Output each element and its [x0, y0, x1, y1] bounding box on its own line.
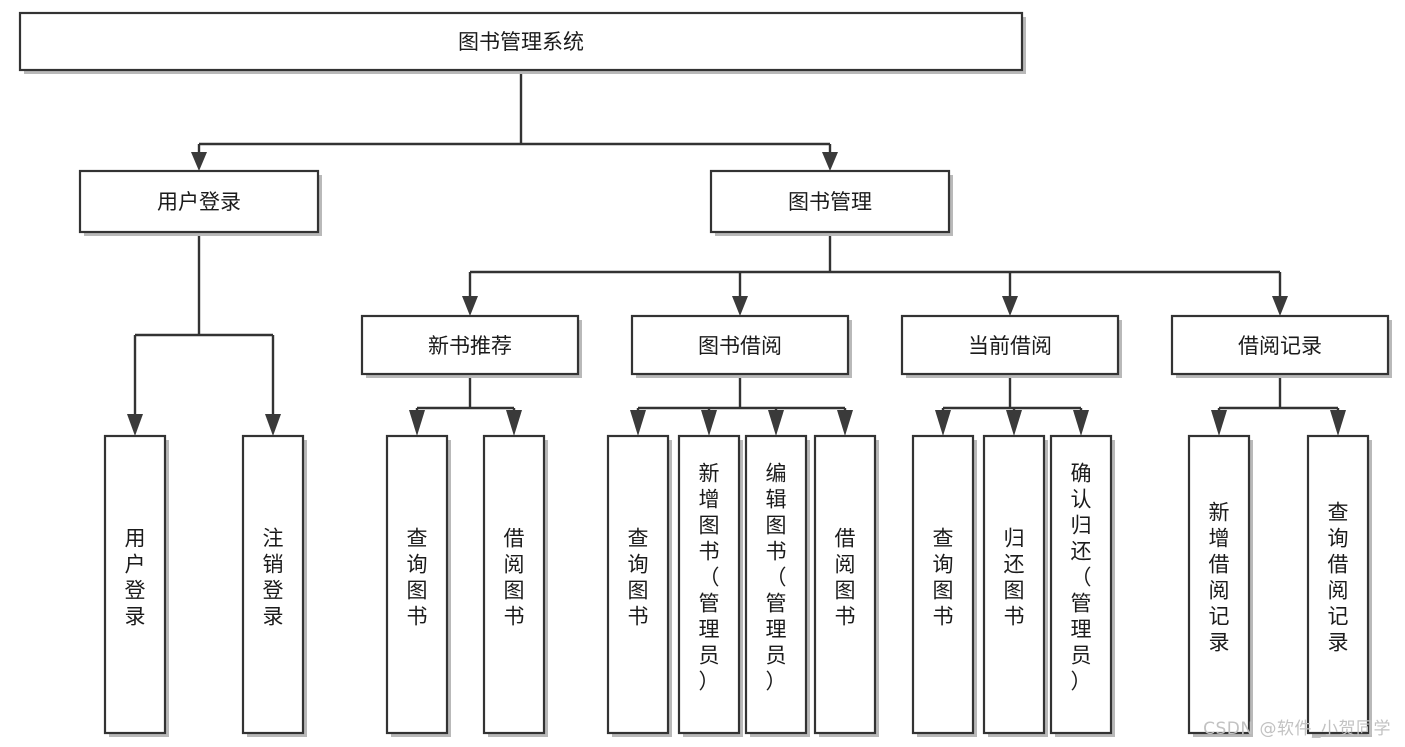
leaf-label: 查询图书: [407, 527, 428, 629]
book-manage-label: 图书管理: [788, 190, 872, 214]
arrow-current-leaf-1: [935, 410, 951, 436]
leaf-box: [744, 434, 808, 735]
leaf-node-borrow_record-1[interactable]: 查询借阅记录: [1306, 434, 1372, 737]
leaf-box: [241, 434, 305, 735]
leaf-node-book_borrow-1[interactable]: 新增图书（管理员）: [677, 434, 743, 737]
leaf-box: [1049, 434, 1113, 735]
book-borrow-label: 图书借阅: [698, 334, 782, 358]
leaf-node-book_borrow-2[interactable]: 编辑图书（管理员）: [744, 434, 810, 737]
leaf-box: [1306, 434, 1370, 735]
root-label: 图书管理系统: [458, 30, 584, 54]
leaf-box: [1187, 434, 1251, 735]
arrow-borrow-leaf-3: [768, 410, 784, 436]
user-login-label: 用户登录: [157, 190, 241, 214]
leaf-node-current_borrow-1[interactable]: 归还图书: [982, 434, 1048, 737]
leaf-label: 查询借阅记录: [1328, 501, 1349, 655]
borrow-record-label: 借阅记录: [1238, 334, 1322, 358]
node-borrow-record[interactable]: 借阅记录: [1170, 314, 1392, 378]
leaf-node-new_book_recommend-0[interactable]: 查询图书: [385, 434, 451, 737]
arrow-to-book-manage: [822, 152, 838, 171]
arrow-recommend-leaf-2: [506, 410, 522, 436]
arrow-borrow-leaf-1: [630, 410, 646, 436]
leaf-box: [911, 434, 975, 735]
leaf-label: 确认归还（管理员）: [1071, 462, 1092, 694]
node-user-login[interactable]: 用户登录: [78, 169, 322, 236]
leaf-node-layer: 用户登录 注销登录 查询图书 借阅图书 查询图书 新增图书（管理员） 编辑图书（管理员） 借阅…: [103, 434, 1372, 737]
new-book-recommend-box: [360, 314, 580, 376]
leaf-node-user_login-0[interactable]: 用户登录: [103, 434, 169, 737]
connector-layer: [127, 70, 1346, 436]
leaf-box: [982, 434, 1046, 735]
arrow-recommend-leaf-1: [409, 410, 425, 436]
arrow-to-leaf-user-login: [127, 414, 143, 436]
node-root[interactable]: 图书管理系统: [18, 11, 1026, 74]
arrow-to-current-borrow: [1002, 296, 1018, 316]
leaf-box: [482, 434, 546, 735]
arrow-current-leaf-3: [1073, 410, 1089, 436]
node-book-manage[interactable]: 图书管理: [709, 169, 953, 236]
leaf-node-book_borrow-3[interactable]: 借阅图书: [813, 434, 879, 737]
node-new-book-recommend[interactable]: 新书推荐: [360, 314, 582, 378]
leaf-label: 查询图书: [628, 527, 649, 629]
arrow-borrow-leaf-4: [837, 410, 853, 436]
leaf-label: 新增图书（管理员）: [699, 462, 720, 694]
leaf-node-current_borrow-0[interactable]: 查询图书: [911, 434, 977, 737]
leaf-label: 归还图书: [1004, 527, 1025, 629]
leaf-box: [103, 434, 167, 735]
new-book-recommend-label: 新书推荐: [428, 334, 512, 358]
leaf-label: 注销登录: [263, 527, 284, 629]
leaf-label: 查询图书: [933, 527, 954, 629]
arrow-to-leaf-logout: [265, 414, 281, 436]
arrow-record-leaf-2: [1330, 410, 1346, 436]
book-borrow-box: [630, 314, 850, 376]
leaf-node-user_login-1[interactable]: 注销登录: [241, 434, 307, 737]
arrow-current-leaf-2: [1006, 410, 1022, 436]
leaf-label: 编辑图书（管理员）: [766, 462, 787, 694]
leaf-label: 借阅图书: [504, 527, 525, 629]
leaf-node-new_book_recommend-1[interactable]: 借阅图书: [482, 434, 548, 737]
leaf-label: 新增借阅记录: [1209, 501, 1230, 655]
current-borrow-label: 当前借阅: [968, 334, 1052, 358]
leaf-node-book_borrow-0[interactable]: 查询图书: [606, 434, 672, 737]
leaf-node-borrow_record-0[interactable]: 新增借阅记录: [1187, 434, 1253, 737]
leaf-label: 用户登录: [125, 527, 146, 629]
arrow-to-borrow-record: [1272, 296, 1288, 316]
borrow-record-box: [1170, 314, 1390, 376]
leaf-box: [385, 434, 449, 735]
arrow-to-user-login: [191, 152, 207, 171]
leaf-box: [813, 434, 877, 735]
leaf-label: 借阅图书: [835, 527, 856, 629]
arrow-record-leaf-1: [1211, 410, 1227, 436]
arrow-borrow-leaf-2: [701, 410, 717, 436]
leaf-node-current_borrow-2[interactable]: 确认归还（管理员）: [1049, 434, 1115, 737]
leaf-box: [677, 434, 741, 735]
arrow-to-new-book-recommend: [462, 296, 478, 316]
root-box: [18, 11, 1024, 72]
node-book-borrow[interactable]: 图书借阅: [630, 314, 852, 378]
current-borrow-box: [900, 314, 1120, 376]
user-login-box: [78, 169, 320, 234]
leaf-box: [606, 434, 670, 735]
arrow-to-book-borrow: [732, 296, 748, 316]
book-manage-box: [709, 169, 951, 234]
node-current-borrow[interactable]: 当前借阅: [900, 314, 1122, 378]
